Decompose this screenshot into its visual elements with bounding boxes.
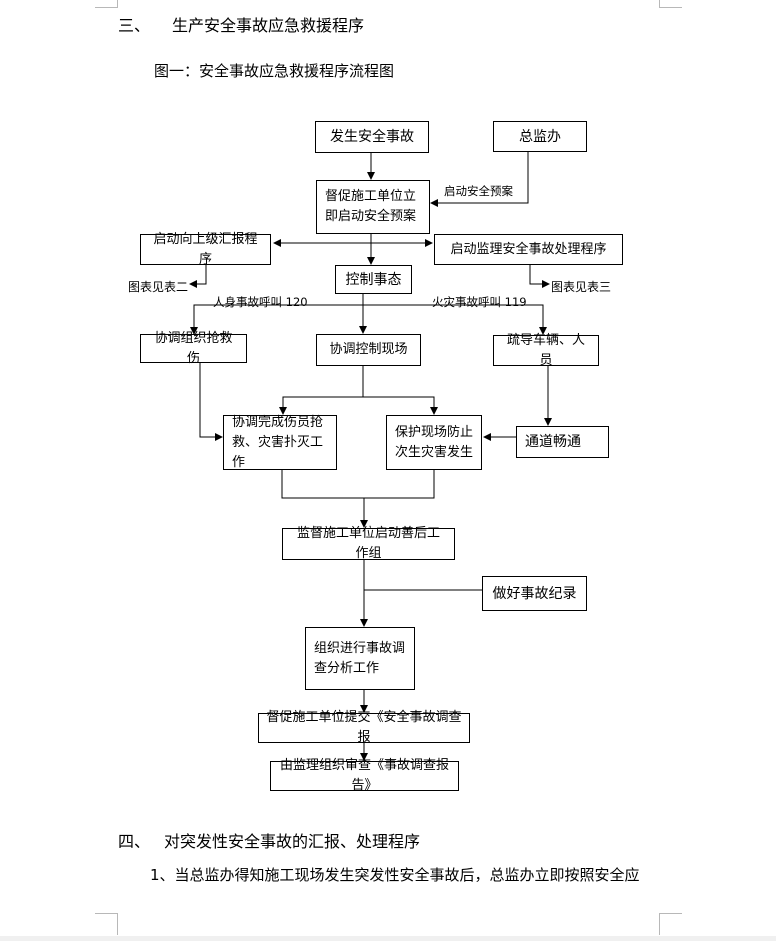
flow-box-clear-passage: 通道畅通 xyxy=(516,426,609,458)
investigate-line2: 查分析工作 xyxy=(314,660,380,676)
crop-mark-bottom-left-v xyxy=(117,913,118,935)
label-injury-call: 人身事故呼叫 120 xyxy=(213,295,308,309)
label-fire-call: 火灾事故呼叫 119 xyxy=(432,295,527,309)
crop-mark-bottom-left-h xyxy=(95,913,118,914)
flow-box-report-up: 启动向上级汇报程序 xyxy=(140,232,271,267)
investigate-line1: 组织进行事故调 xyxy=(314,640,406,656)
flow-box-coordinate-control: 协调控制现场 xyxy=(316,334,421,366)
flow-box-chief: 总监办 xyxy=(493,121,587,152)
section4-title: 对突发性安全事故的汇报、处理程序 xyxy=(164,832,421,851)
protect-line2: 次生灾害发生 xyxy=(395,444,474,460)
flow-box-review-report: 由监理组织审查《事故调查报告》 xyxy=(270,758,459,793)
complete-line2: 救、灾害扑灭工作 xyxy=(232,434,324,470)
protect-line1: 保护现场防止 xyxy=(395,424,474,440)
flow-box-occur: 发生安全事故 xyxy=(315,121,429,153)
flow-box-complete-rescue: 协调完成伤员抢 救、灾害扑灭工作 xyxy=(223,415,337,470)
section4-number: 四、 xyxy=(118,832,151,851)
flow-box-record: 做好事故纪录 xyxy=(482,576,587,611)
label-start-plan: 启动安全预案 xyxy=(444,184,513,198)
flow-box-coordinate-rescue: 协调组织抢救伤 xyxy=(140,331,247,366)
flow-box-investigate: 组织进行事故调 查分析工作 xyxy=(305,627,415,690)
flow-box-control: 控制事态 xyxy=(335,265,412,294)
section3-title: 生产安全事故应急救援程序 xyxy=(172,16,365,35)
crop-mark-bottom-right-v xyxy=(659,913,660,935)
flow-box-submit-report: 督促施工单位提交《安全事故调查报 xyxy=(258,710,470,745)
label-see-table3: 图表见表三 xyxy=(551,280,612,294)
label-see-table2: 图表见表二 xyxy=(128,280,189,294)
crop-mark-top-left-v xyxy=(117,0,118,8)
paragraph-1: 1、当总监办得知施工现场发生突发性安全事故后，总监办立即按照安全应 xyxy=(150,866,640,884)
page-bottom-strip xyxy=(0,936,776,941)
crop-mark-top-right-v xyxy=(659,0,660,8)
flow-box-evacuate: 疏导车辆、人员 xyxy=(493,333,599,368)
complete-line1: 协调完成伤员抢 xyxy=(232,414,324,430)
crop-mark-bottom-right-h xyxy=(659,913,682,914)
urge-plan-line2: 即启动安全预案 xyxy=(325,209,417,224)
section3-number: 三、 xyxy=(118,16,151,35)
urge-plan-line1: 督促施工单位立 xyxy=(325,189,417,204)
flow-box-urge-plan: 督促施工单位立 即启动安全预案 xyxy=(316,180,430,234)
crop-mark-top-left-h xyxy=(95,7,118,8)
crop-mark-top-right-h xyxy=(659,7,682,8)
flow-box-aftermath: 监督施工单位启动善后工作组 xyxy=(282,526,455,561)
figure-caption: 图一：安全事故应急救援程序流程图 xyxy=(154,62,395,80)
flow-box-protect-site: 保护现场防止 次生灾害发生 xyxy=(386,415,482,470)
flow-box-supervise-process: 启动监理安全事故处理程序 xyxy=(434,234,623,265)
